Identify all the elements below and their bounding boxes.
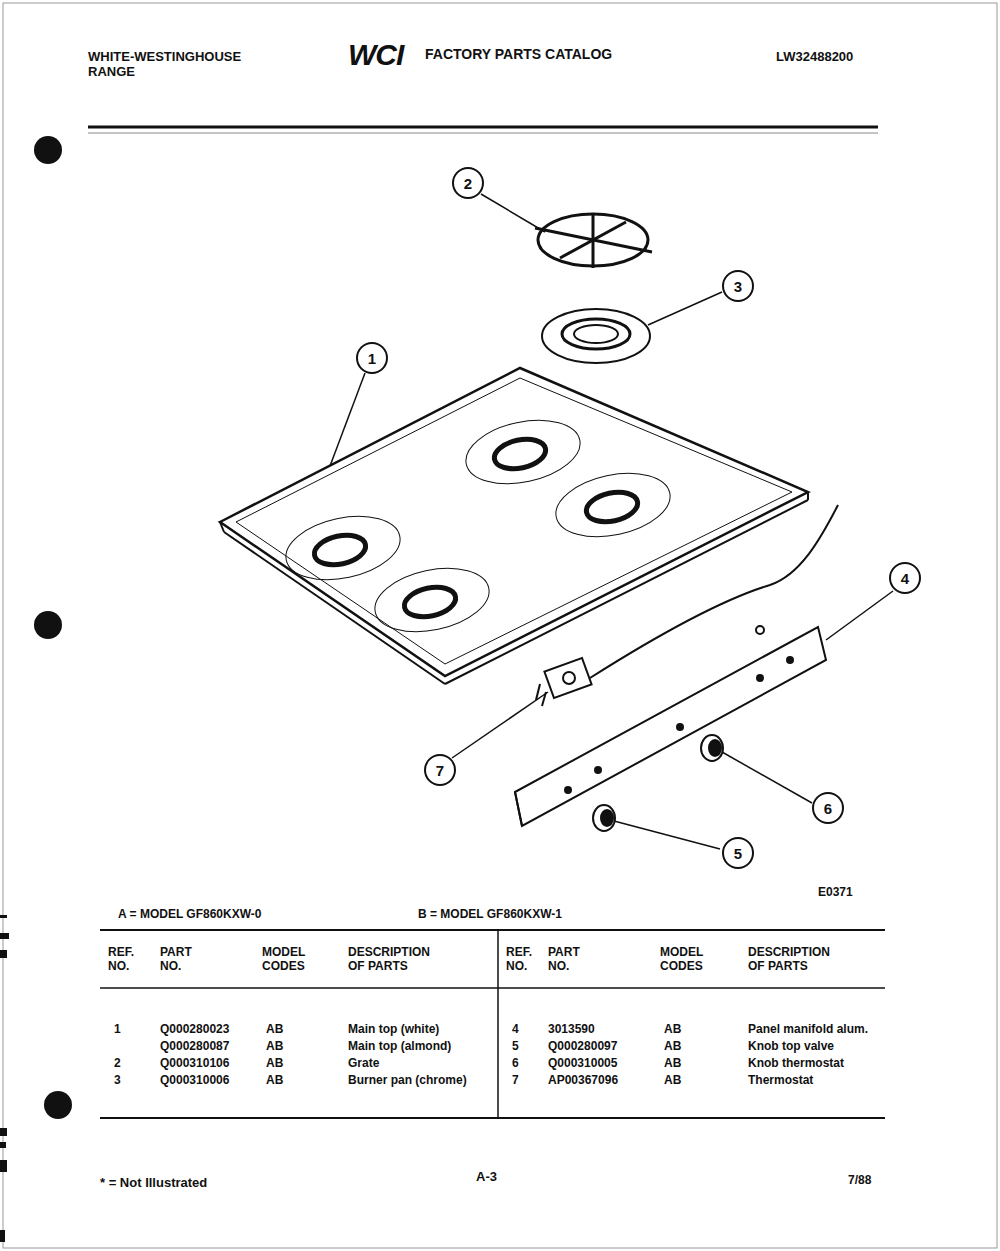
table-cell: AB <box>266 1057 283 1071</box>
callout-circle: 3 <box>722 270 754 302</box>
table-cell: 1 <box>114 1023 121 1037</box>
table-cell: AB <box>664 1040 681 1054</box>
callout-number: 1 <box>368 350 376 367</box>
callout-circle: 7 <box>424 754 456 786</box>
table-cell: Main top (white) <box>348 1023 439 1037</box>
table-cell: Burner pan (chrome) <box>348 1074 467 1088</box>
table-cell: AP00367096 <box>548 1074 618 1088</box>
table-cell: 7 <box>512 1074 519 1088</box>
column-header: MODEL CODES <box>660 946 710 974</box>
model-key: B = MODEL GF860KXW-1 <box>418 908 562 922</box>
table-cell: Q000280087 <box>160 1040 229 1054</box>
footer-text: 7/88 <box>848 1174 871 1188</box>
catalog-number: LW32488200 <box>776 50 853 65</box>
column-header: REF. NO. <box>108 946 142 974</box>
table-cell: Q000280023 <box>160 1023 229 1037</box>
figure-code: E0371 <box>818 886 853 900</box>
column-header: REF. NO. <box>506 946 540 974</box>
table-cell: 5 <box>512 1040 519 1054</box>
catalog-title: FACTORY PARTS CATALOG <box>425 46 612 62</box>
model-key: A = MODEL GF860KXW-0 <box>118 908 261 922</box>
logo: WCI <box>348 38 403 73</box>
column-header: MODEL CODES <box>262 946 312 974</box>
table-cell: AB <box>266 1074 283 1088</box>
table-cell: 4 <box>512 1023 519 1037</box>
footer-text: A-3 <box>476 1170 497 1185</box>
callout-number: 7 <box>436 762 444 779</box>
callout-number: 6 <box>824 800 832 817</box>
table-cell: 3013590 <box>548 1023 595 1037</box>
table-cell: AB <box>266 1023 283 1037</box>
table-cell: AB <box>664 1023 681 1037</box>
brand-name: WHITE-WESTINGHOUSE RANGE <box>88 50 263 80</box>
column-header: PART NO. <box>160 946 200 974</box>
table-cell: Q000280097 <box>548 1040 617 1054</box>
table-cell: 2 <box>114 1057 121 1071</box>
table-cell: Grate <box>348 1057 379 1071</box>
callout-circle: 4 <box>889 562 921 594</box>
callout-number: 5 <box>734 845 742 862</box>
table-cell: Main top (almond) <box>348 1040 451 1054</box>
callout-circle: 6 <box>812 792 844 824</box>
column-header: DESCRIPTION OF PARTS <box>748 946 848 974</box>
callout-circle: 2 <box>452 167 484 199</box>
callout-circle: 5 <box>722 837 754 869</box>
callout-number: 2 <box>464 175 472 192</box>
table-cell: Knob top valve <box>748 1040 834 1054</box>
footer-text: * = Not Illustrated <box>100 1176 207 1191</box>
column-header: DESCRIPTION OF PARTS <box>348 946 448 974</box>
table-cell: Thermostat <box>748 1074 813 1088</box>
table-cell: 3 <box>114 1074 121 1088</box>
table-cell: Panel manifold alum. <box>748 1023 868 1037</box>
table-cell: Q000310005 <box>548 1057 617 1071</box>
table-cell: Q000310006 <box>160 1074 229 1088</box>
callout-number: 3 <box>734 278 742 295</box>
table-cell: Knob thermostat <box>748 1057 844 1071</box>
table-cell: AB <box>664 1074 681 1088</box>
callout-number: 4 <box>901 570 909 587</box>
column-header: PART NO. <box>548 946 588 974</box>
table-cell: Q000310106 <box>160 1057 229 1071</box>
table-cell: 6 <box>512 1057 519 1071</box>
table-cell: AB <box>664 1057 681 1071</box>
table-cell: AB <box>266 1040 283 1054</box>
callout-circle: 1 <box>356 342 388 374</box>
